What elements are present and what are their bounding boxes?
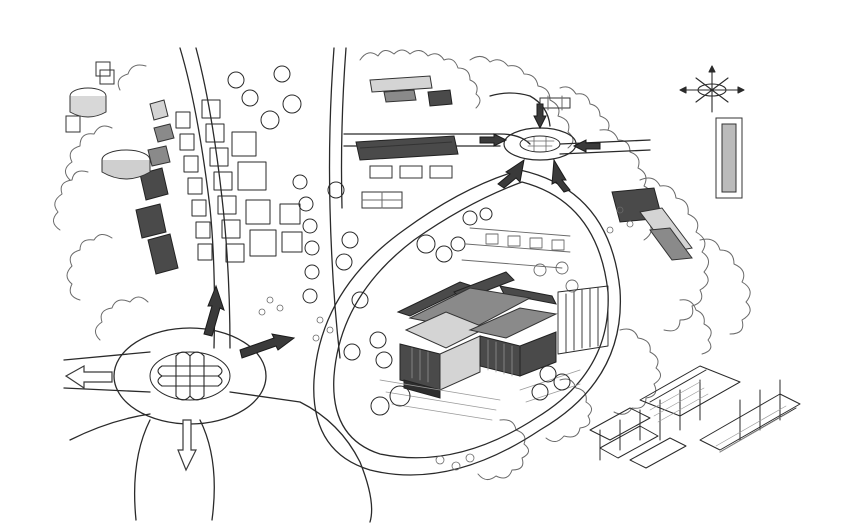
detail-sketch-hatching — [649, 381, 791, 453]
tree-canopy-east — [477, 177, 751, 480]
buildings-east — [611, 117, 743, 261]
avenue-trees — [227, 65, 387, 361]
buildings-north-west — [65, 61, 179, 275]
roundabout-south-west — [113, 327, 267, 425]
detail-sketch-south-east — [589, 365, 801, 469]
compass-rose-icon — [679, 65, 745, 113]
residential-blocks-west — [175, 99, 303, 263]
buildings-north — [355, 75, 571, 209]
tree-canopy-west — [53, 64, 149, 341]
central-campus — [370, 207, 609, 421]
circulation-arrows — [64, 103, 601, 472]
road-network — [63, 47, 651, 523]
shrub-dots — [258, 206, 634, 471]
